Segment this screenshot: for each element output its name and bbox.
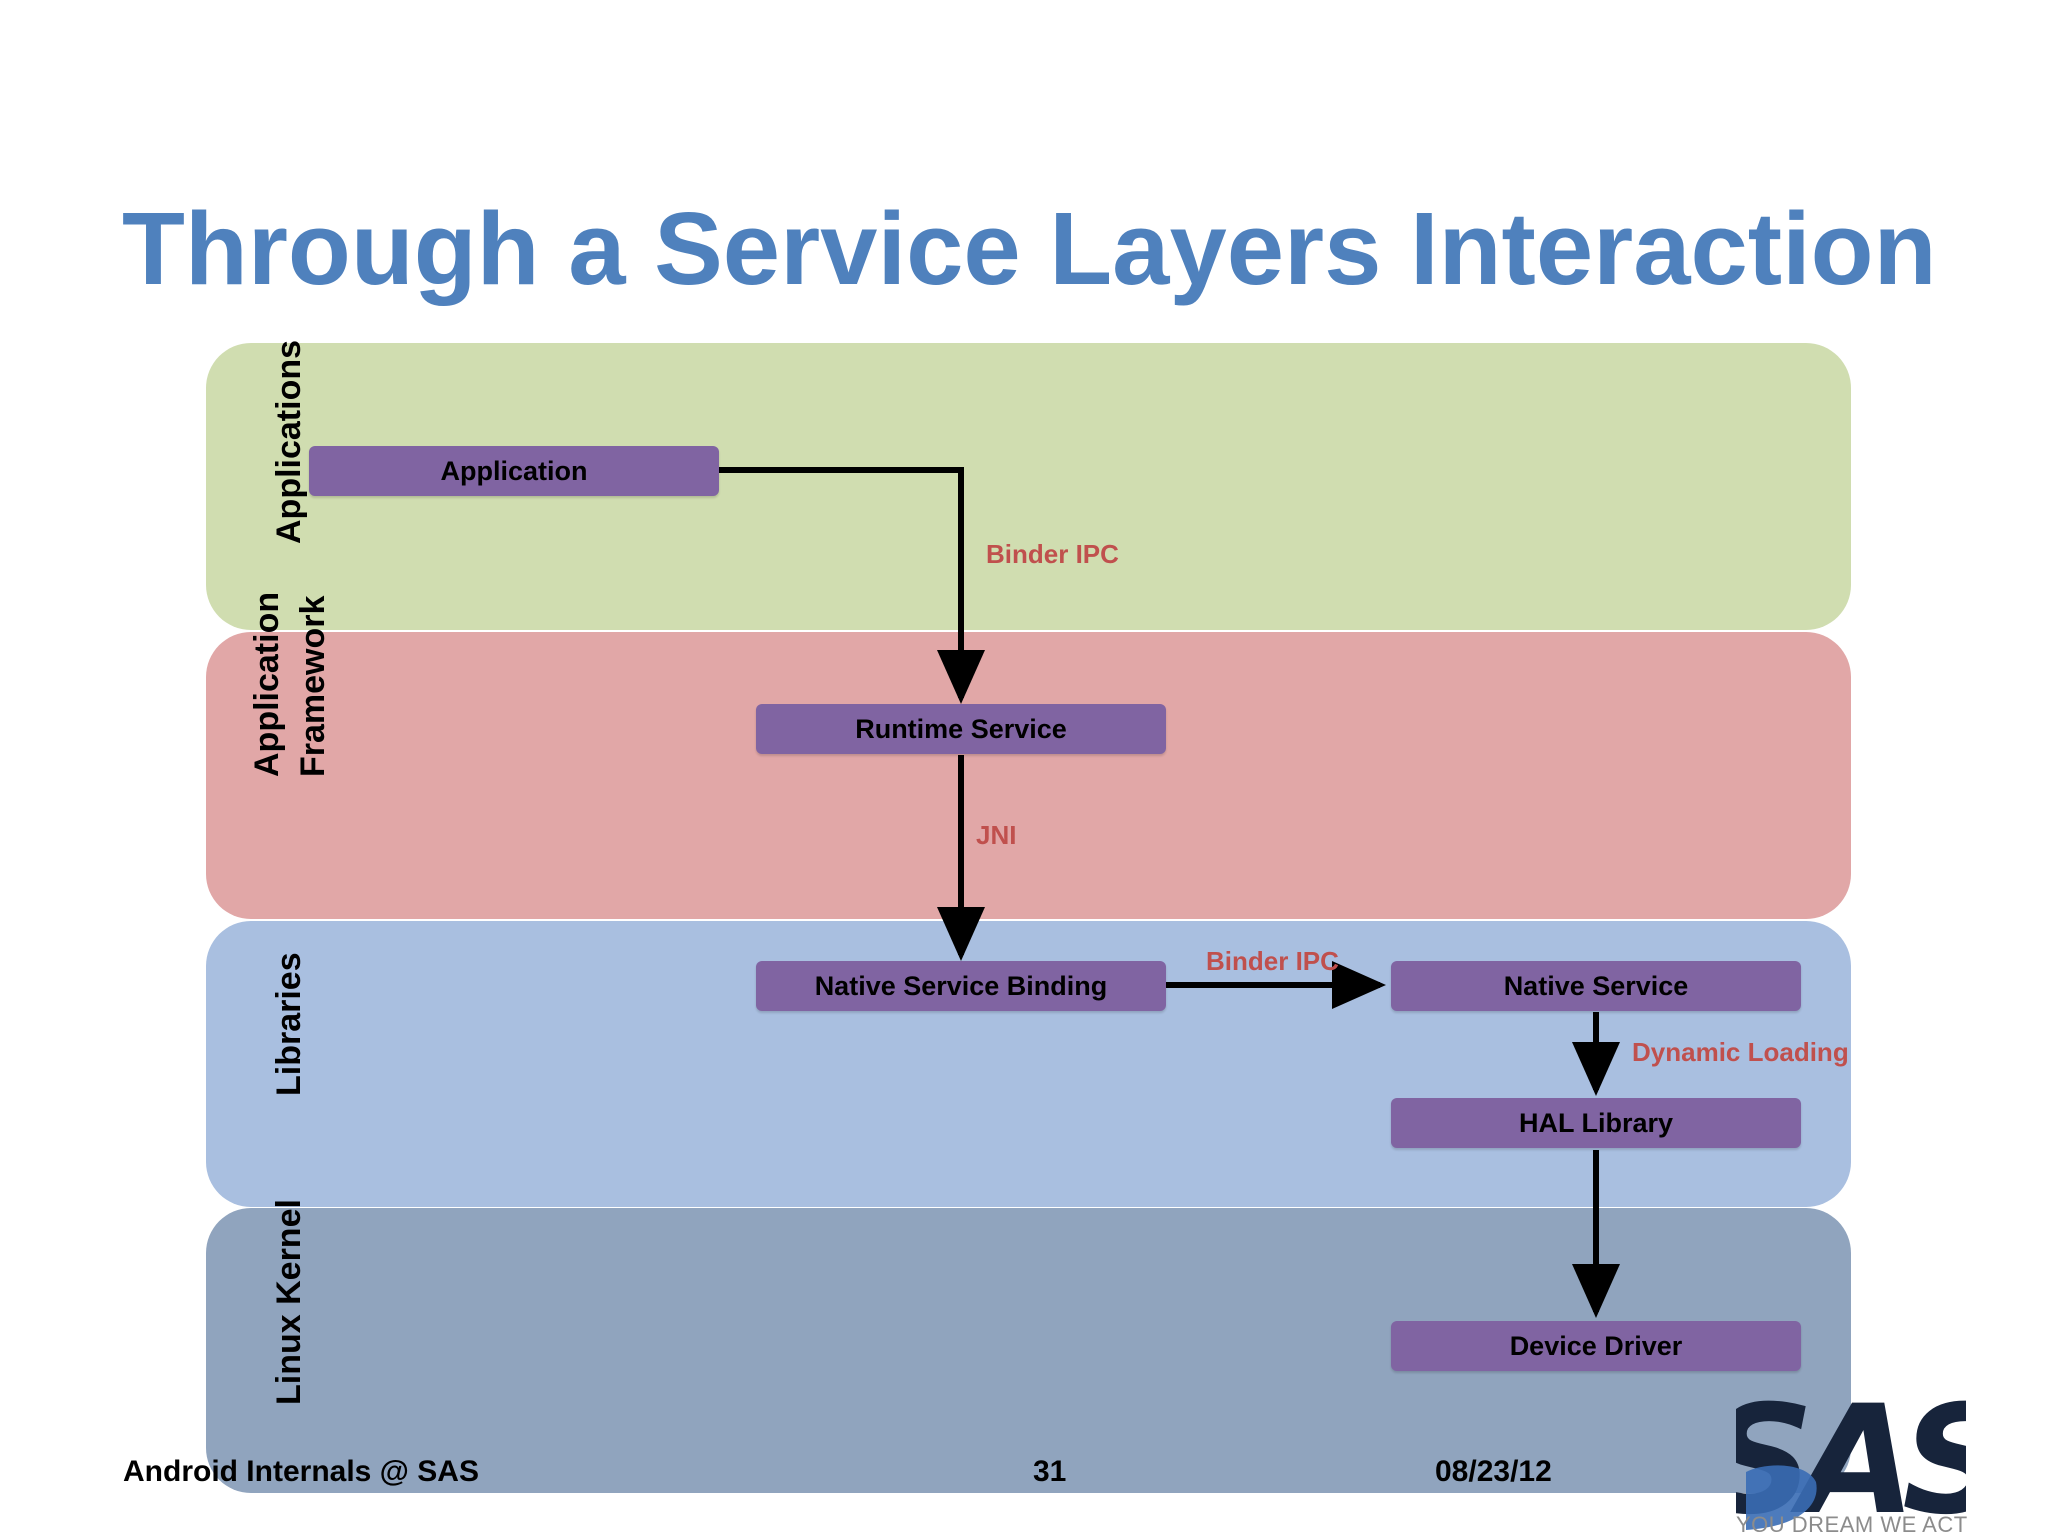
footer-page-number: 31 — [1033, 1455, 1067, 1488]
application-box: Application — [309, 446, 719, 496]
runtime-service-box: Runtime Service — [756, 704, 1166, 754]
logo-tagline: YOU DREAM WE ACT — [1736, 1512, 1968, 1537]
hal-library-box: HAL Library — [1391, 1098, 1801, 1148]
footer-date: 08/23/12 — [1435, 1455, 1552, 1488]
native-service-box: Native Service — [1391, 961, 1801, 1011]
footer-left: Android Internals @ SAS — [123, 1455, 479, 1488]
edge-label-binder-ipc: Binder IPC — [986, 539, 1119, 569]
layer-application-framework: Application Framework — [206, 592, 1851, 919]
edge-label-jni: JNI — [976, 820, 1017, 850]
arrow-app-to-runtime — [719, 467, 985, 704]
sas-logo-icon: SAS — [1736, 1392, 1966, 1536]
device-driver-box: Device Driver — [1391, 1321, 1801, 1371]
native-service-binding-box: Native Service Binding — [756, 961, 1166, 1011]
edge-label-binder-ipc-native: Binder IPC — [1206, 946, 1339, 976]
slide-title: Through a Service Layers Interaction — [122, 191, 1937, 306]
edge-label-dynamic-loading: Dynamic Loading — [1632, 1037, 1849, 1067]
